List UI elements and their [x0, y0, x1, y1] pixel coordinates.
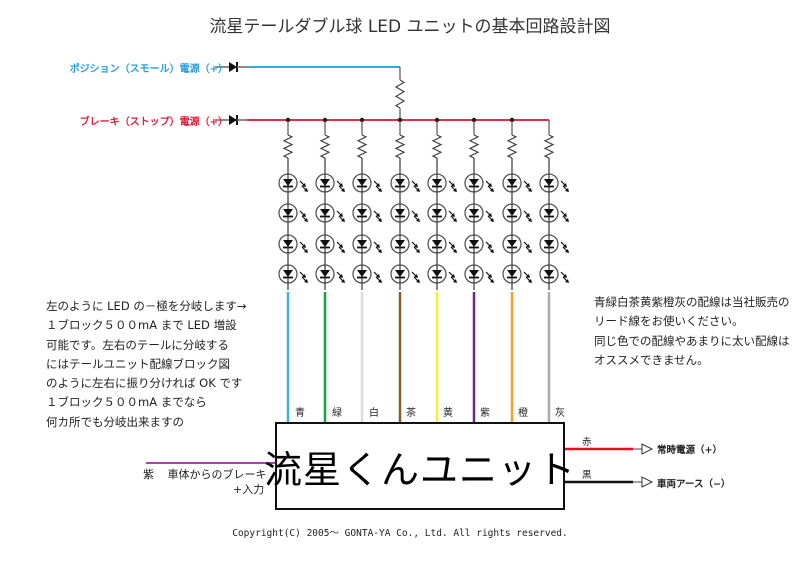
- output-arrow-icon: [641, 443, 654, 455]
- note-line: 可能です。左右のテールに分岐する: [46, 337, 229, 352]
- wire-label-blue: 青: [295, 408, 305, 419]
- constant-power-label: 常時電源（+）: [657, 445, 722, 456]
- red-wire-label: 赤: [582, 437, 592, 448]
- resistor-icon: [282, 134, 294, 159]
- resistor-icon: [468, 134, 480, 159]
- note-line: のように左右に振り分ければ OK です: [46, 376, 243, 391]
- resistor-icon: [431, 134, 443, 159]
- resistor-icon: [394, 134, 406, 159]
- note-line: リード線をお使いください。: [594, 314, 744, 329]
- wire-label-purple: 紫: [480, 408, 490, 419]
- resistor-icon: [543, 134, 555, 159]
- brake-power-label: ブレーキ（ストップ）電源（+）: [79, 117, 228, 128]
- black-wire-label: 黒: [582, 470, 592, 481]
- wire-label-yellow: 黄: [443, 408, 453, 419]
- left-note: 左のように LED の－極を分岐します→ １ブロック５００mA まで LED 増…: [46, 297, 246, 432]
- wire-label-brown: 茶: [406, 408, 416, 419]
- vehicle-ground-label: 車両アース（−）: [657, 479, 731, 490]
- copyright: Copyright(C) 2005～ GONTA-YA Co., Ltd. Al…: [232, 528, 568, 539]
- wire-label-gray: 灰: [555, 408, 565, 419]
- note-line: 左のように LED の－極を分岐します→: [46, 299, 247, 313]
- meteor-unit-box: 流星くんユニット: [264, 422, 575, 510]
- note-line: １ブロック５００mA まで LED 増設: [46, 318, 237, 333]
- note-line: オススメできません。: [594, 352, 709, 367]
- unit-label: 流星くんユニット: [264, 447, 577, 492]
- brake-diode-icon: [229, 115, 237, 125]
- note-line: 同じ色での配線やあまりに太い配線は: [594, 333, 790, 348]
- resistor-icon: [506, 134, 518, 159]
- position-resistor-icon: [394, 79, 406, 109]
- note-line: 青緑白茶黄紫橙灰の配線は当社販売の: [594, 295, 790, 309]
- position-power-label: ポジション（スモール）電源（+）: [69, 64, 228, 75]
- resistor-icon: [356, 134, 368, 159]
- brake-input-label: 紫 車体からのブレーキ: [143, 466, 267, 482]
- diagram-title: 流星テールダブル球 LED ユニットの基本回路設計図: [209, 17, 611, 37]
- note-line: 何カ所でも分岐出来ますの: [46, 414, 184, 429]
- resistor-icon: [319, 134, 331, 159]
- wire-label-orange: 橙: [518, 408, 528, 419]
- output-arrow-icon: [641, 476, 654, 488]
- brake-input-color: 紫: [143, 468, 154, 481]
- position-diode-icon: [229, 62, 237, 72]
- note-line: １ブロック５００mA までなら: [46, 395, 207, 410]
- brake-input-line2: +入力: [233, 483, 265, 496]
- note-line: にはテールユニット配線ブロック図: [46, 356, 230, 371]
- right-note: 青緑白茶黄紫橙灰の配線は当社販売の リード線をお使いください。 同じ色での配線や…: [594, 293, 790, 370]
- wire-label-white: 白: [369, 408, 379, 419]
- brake-input-line1: 車体からのブレーキ: [167, 468, 267, 481]
- wire-label-green: 緑: [332, 408, 342, 419]
